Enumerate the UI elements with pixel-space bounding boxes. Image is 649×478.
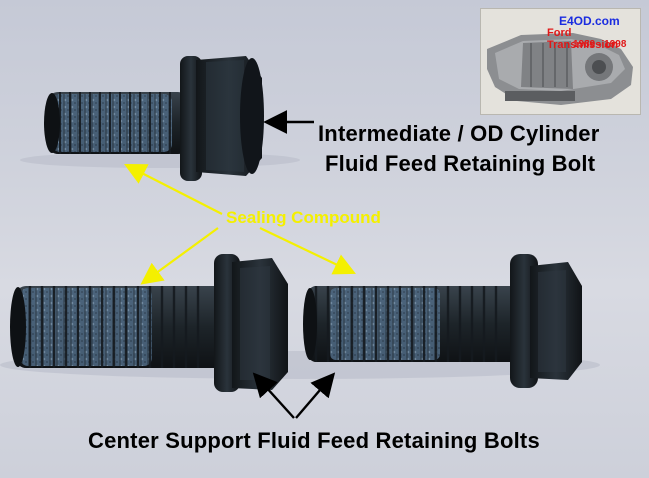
sealing-compound-label: Sealing Compound <box>226 208 381 227</box>
logo-brand: Ford Transmission <box>547 27 618 51</box>
sealing-arrows <box>124 163 356 285</box>
logo-years: 1989 - 1998 <box>573 39 627 50</box>
logo-site-name: E4OD.com <box>559 14 620 28</box>
transmission-image <box>487 33 633 105</box>
center-support-label: Center Support Fluid Feed Retaining Bolt… <box>88 428 540 453</box>
center-support-bolt-right <box>303 254 582 388</box>
intermediate-bolt <box>44 56 264 181</box>
intermediate-bolt-label-line2: Fluid Feed Retaining Bolt <box>325 151 596 176</box>
pointer-arrows <box>252 110 336 419</box>
site-logo: E4OD.com Ford Transmission 1989 - 1998 <box>480 8 641 115</box>
intermediate-bolt-label-line1: Intermediate / OD Cylinder <box>318 121 600 146</box>
center-support-bolt-left <box>10 254 288 392</box>
